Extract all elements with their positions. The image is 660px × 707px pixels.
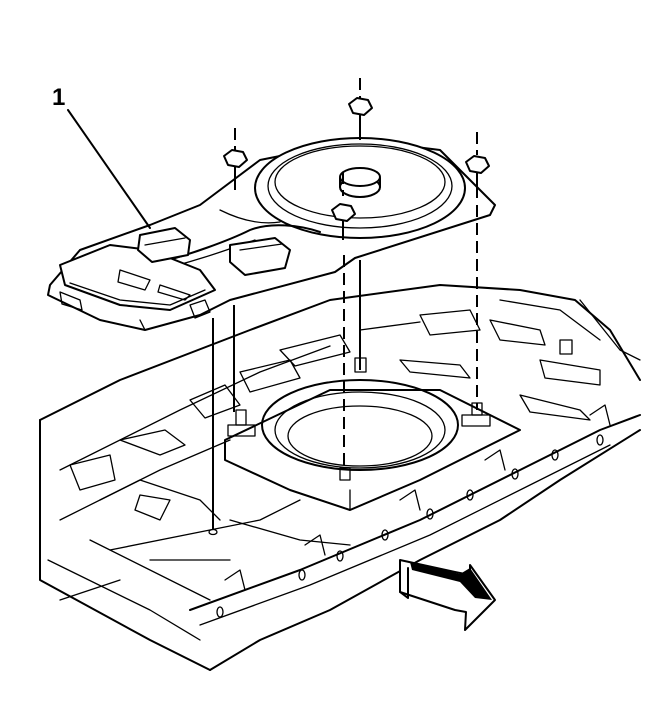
speaker-amplifier-bracket [47,137,496,331]
forward-arrow-icon [399,559,496,631]
floor-pan [39,284,641,671]
mounting-nuts [223,78,490,240]
rail-holes [216,434,604,618]
callout-leader-line [67,109,151,229]
nut-icon [348,97,373,116]
alignment-lines [208,205,478,536]
callout-1-label: 1 [52,84,66,111]
